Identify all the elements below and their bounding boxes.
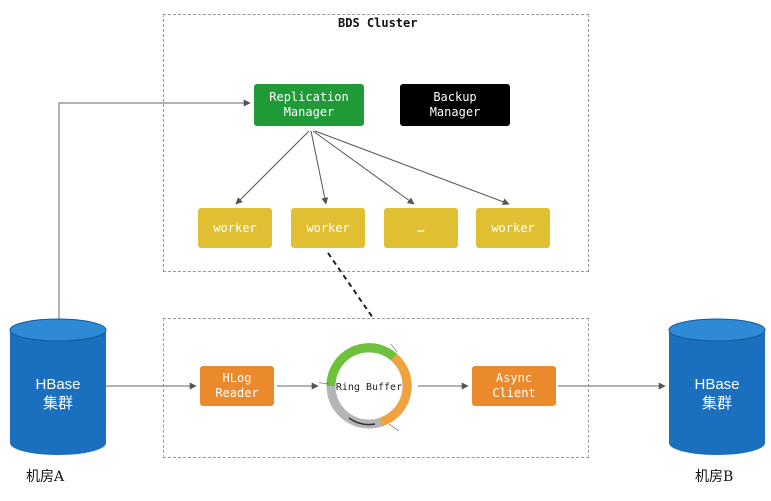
ring-buffer-green-segment — [326, 343, 397, 387]
replication-manager-node[interactable]: Replication Manager — [254, 84, 364, 126]
rm-to-worker-3-arrow — [312, 130, 415, 205]
worker-node[interactable]: worker — [291, 208, 365, 248]
rm-to-worker-4-arrow — [314, 130, 510, 206]
worker-to-pipeline-dashed-link — [327, 252, 374, 319]
hbase-b-cylinder[interactable] — [667, 318, 767, 458]
hbase-a-subtitle: 集群 — [42, 395, 73, 412]
room-a-label: 机房A — [26, 469, 65, 485]
hlog-reader-node[interactable]: HLog Reader — [200, 366, 274, 406]
hbase-a-title: HBase — [35, 376, 81, 393]
bds-cluster-title: BDS Cluster — [338, 16, 418, 30]
backup-manager-node[interactable]: Backup Manager — [400, 84, 510, 126]
bds-cluster-boundary — [163, 14, 589, 272]
room-b-label: 机房B — [695, 469, 734, 485]
ring-buffer-diagram: Ring Buffer — [319, 343, 412, 432]
hbase-b-title: HBase — [694, 376, 740, 393]
ring-buffer-orange-segment — [379, 353, 412, 427]
rm-to-worker-2-arrow — [310, 130, 329, 205]
hbase-a-to-replication-line — [58, 99, 251, 320]
ring-buffer-label: Ring Buffer — [336, 382, 402, 393]
hbase-a-cylinder[interactable] — [8, 318, 108, 458]
worker-node[interactable]: worker — [476, 208, 550, 248]
worker-node-ellipsis[interactable]: … — [384, 208, 458, 248]
pipeline-boundary — [163, 318, 589, 458]
rm-to-worker-1-arrow — [235, 130, 310, 205]
async-client-node[interactable]: Async Client — [472, 366, 556, 406]
worker-node[interactable]: worker — [198, 208, 272, 248]
hbase-b-subtitle: 集群 — [701, 395, 732, 412]
ring-buffer-progress-arc — [348, 417, 376, 426]
